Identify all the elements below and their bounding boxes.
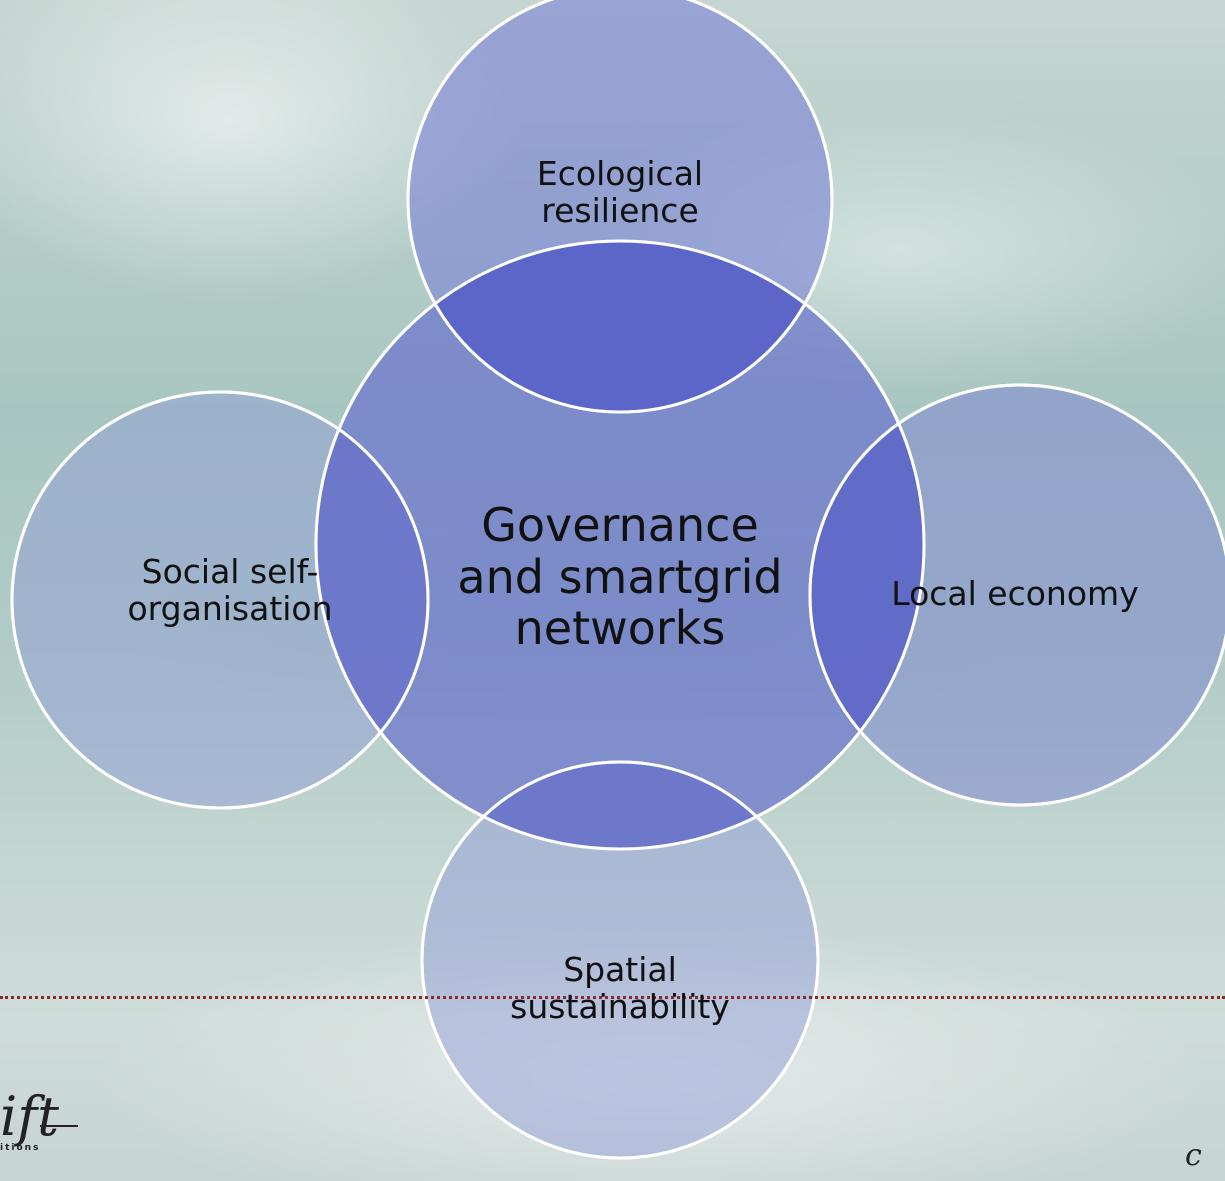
label-bottom: Spatial sustainability (470, 950, 770, 1026)
label-bottom-line-1: Spatial (563, 950, 677, 989)
label-center-line-3: networks (514, 601, 726, 656)
logo-left-rule (40, 1125, 78, 1127)
label-top-line-1: Ecological (536, 154, 704, 193)
label-right: Local economy (860, 574, 1170, 613)
label-right-line-1: Local economy (891, 574, 1139, 613)
label-left-line-1: Social self- (141, 552, 319, 591)
label-center: Governance and smartgrid networks (400, 498, 840, 656)
overlap-top (408, 241, 832, 412)
label-left-line-2: organisation (127, 588, 333, 628)
logo-right-text: c (1185, 1138, 1202, 1173)
label-top: Ecological resilience (460, 154, 780, 230)
label-top-line-2: resilience (541, 190, 699, 230)
circle-outlines (10, 0, 1225, 1160)
circles (10, 0, 1225, 1160)
logo-left-text: ift (0, 1085, 59, 1148)
label-center-line-1: Governance (481, 498, 759, 552)
label-center-line-2: and smartgrid (457, 549, 783, 604)
logo-left: ift itions (0, 1085, 90, 1155)
logo-left-sub: itions (0, 1143, 41, 1153)
label-left: Social self- organisation (80, 552, 380, 628)
logo-right: c (1185, 1138, 1225, 1178)
dotted-divider (0, 996, 1225, 999)
label-bottom-line-2: sustainability (510, 986, 730, 1026)
